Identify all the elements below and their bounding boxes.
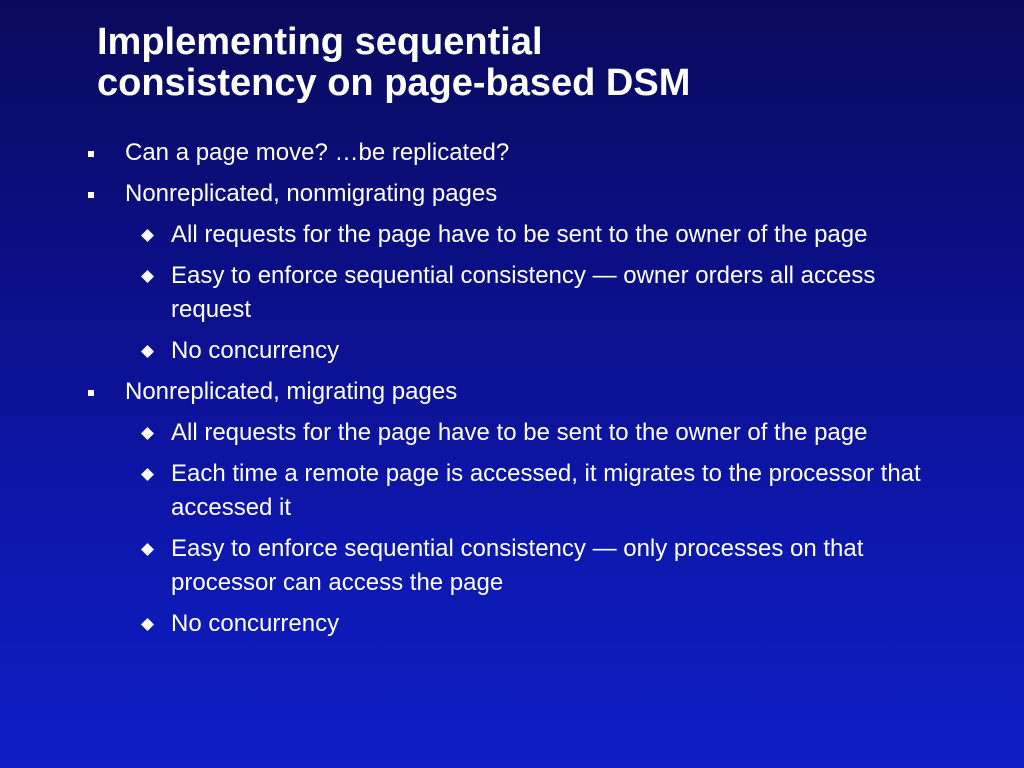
bullet-list: Can a page move? …be replicated? Nonrepl… [0, 136, 1024, 648]
sub-bullet-item: Each time a remote page is accessed, it … [0, 457, 1024, 525]
slide-title: Implementing sequential consistency on p… [97, 22, 997, 104]
sub-bullet-text: All requests for the page have to be sen… [171, 221, 868, 248]
diamond-bullet-icon [141, 618, 154, 631]
diamond-bullet-icon [141, 345, 154, 358]
diamond-bullet-icon [141, 270, 154, 283]
sub-bullet-text: Easy to enforce sequential consistency —… [171, 262, 876, 323]
sub-bullet-item: No concurrency [0, 607, 1024, 641]
diamond-bullet-icon [141, 543, 154, 556]
sub-bullet-item: No concurrency [0, 334, 1024, 368]
bullet-item: Can a page move? …be replicated? [0, 136, 1024, 170]
sub-bullet-text: All requests for the page have to be sen… [171, 419, 868, 446]
sub-bullet-text: No concurrency [171, 337, 340, 364]
square-bullet-icon [88, 151, 94, 157]
sub-bullet-text: Each time a remote page is accessed, it … [171, 460, 921, 521]
sub-bullet-item: All requests for the page have to be sen… [0, 416, 1024, 450]
bullet-item: Nonreplicated, migrating pages [0, 375, 1024, 409]
diamond-bullet-icon [141, 468, 154, 481]
diamond-bullet-icon [141, 229, 154, 242]
slide-title-line-1: Implementing sequential [97, 21, 543, 63]
sub-bullet-item: Easy to enforce sequential consistency —… [0, 259, 1024, 327]
sub-bullet-text: Easy to enforce sequential consistency —… [171, 535, 864, 596]
sub-bullet-item: All requests for the page have to be sen… [0, 218, 1024, 252]
sub-bullet-text: No concurrency [171, 610, 340, 637]
diamond-bullet-icon [141, 427, 154, 440]
slide-title-line-2: consistency on page-based DSM [97, 62, 691, 104]
square-bullet-icon [88, 192, 94, 198]
bullet-item: Nonreplicated, nonmigrating pages [0, 177, 1024, 211]
bullet-text: Nonreplicated, nonmigrating pages [125, 180, 498, 207]
bullet-text: Nonreplicated, migrating pages [125, 378, 458, 405]
square-bullet-icon [88, 390, 94, 396]
sub-bullet-item: Easy to enforce sequential consistency —… [0, 532, 1024, 600]
bullet-text: Can a page move? …be replicated? [125, 139, 510, 166]
